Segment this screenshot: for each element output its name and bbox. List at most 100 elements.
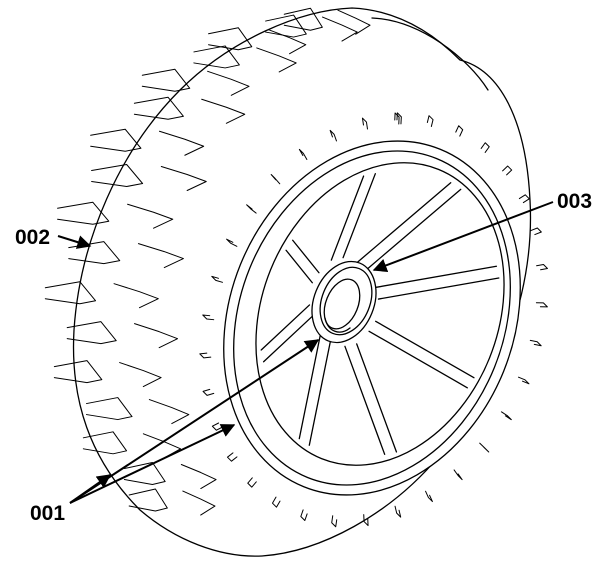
tread-tooth bbox=[500, 411, 512, 421]
tread-tooth bbox=[199, 352, 212, 359]
tread-lug-right bbox=[180, 464, 217, 490]
tread-tooth bbox=[270, 174, 281, 185]
tread-lug-right bbox=[337, 9, 371, 35]
tread-tooth bbox=[517, 376, 530, 385]
tread-tooth bbox=[246, 204, 257, 214]
tread-tooth bbox=[396, 112, 402, 125]
tire-outer-contour bbox=[72, 7, 532, 557]
tread-lug-left bbox=[141, 68, 191, 92]
spoke bbox=[375, 265, 500, 300]
tread-tooth bbox=[226, 238, 238, 247]
tread-lug-right bbox=[158, 130, 205, 156]
tread-lug-left bbox=[86, 397, 133, 421]
hub bbox=[311, 260, 377, 344]
spoke bbox=[285, 239, 320, 284]
tread-tooth bbox=[480, 142, 490, 153]
tread-lug bbox=[141, 68, 250, 96]
tread-lug-left bbox=[208, 27, 253, 51]
tread-tooth bbox=[529, 339, 542, 347]
tread-tooth bbox=[536, 263, 548, 271]
spoke bbox=[344, 343, 398, 455]
tread-lug bbox=[193, 45, 297, 73]
tread-tooth bbox=[394, 505, 402, 518]
spoke bbox=[330, 173, 376, 261]
tread-lug-right bbox=[134, 323, 179, 349]
tread-tooth bbox=[298, 148, 308, 160]
tread-lug bbox=[57, 201, 174, 229]
tread-tooth bbox=[331, 515, 338, 528]
tread-lug-left bbox=[133, 96, 184, 120]
tread-tooth bbox=[425, 490, 433, 503]
tread-lug-left bbox=[193, 45, 240, 69]
leader-lines bbox=[57, 201, 554, 504]
spoke bbox=[260, 304, 313, 363]
tread-lug-left bbox=[90, 128, 142, 152]
tire bbox=[72, 7, 532, 557]
spoke bbox=[368, 320, 475, 389]
tread-lug-left bbox=[128, 488, 168, 512]
tread-lug bbox=[66, 321, 179, 349]
tread-lug-left bbox=[68, 241, 121, 265]
tread-lug-left bbox=[283, 7, 323, 31]
tread-lug-left bbox=[91, 163, 144, 187]
callout-002: 002 bbox=[15, 226, 50, 249]
tread-tooth bbox=[211, 275, 224, 283]
tread-lug bbox=[90, 128, 205, 156]
rim-edge-ring-2 bbox=[233, 150, 511, 486]
tread-pattern bbox=[44, 7, 371, 516]
tread-lug-left bbox=[53, 360, 103, 384]
tread-lug bbox=[91, 163, 207, 191]
tread-inner-boundary bbox=[371, 17, 489, 91]
tread-tooth bbox=[329, 129, 337, 142]
tread-tooth bbox=[247, 477, 257, 488]
tread-tooth bbox=[202, 314, 215, 321]
tread-lug bbox=[265, 14, 358, 42]
tread-tooth bbox=[455, 125, 464, 137]
tread-lug bbox=[128, 488, 216, 516]
spoke bbox=[357, 182, 462, 270]
tread-lug-right bbox=[207, 70, 250, 96]
tread-lug-left bbox=[123, 462, 166, 486]
leader-002 bbox=[57, 235, 92, 249]
tread-lug bbox=[123, 462, 217, 490]
tread-tooth bbox=[535, 302, 548, 308]
tread-lug-right bbox=[142, 433, 182, 459]
callout-001: 001 bbox=[30, 502, 65, 525]
tread-lug-right bbox=[256, 47, 297, 73]
tread-lug bbox=[53, 360, 162, 388]
tread-lug-left bbox=[82, 431, 128, 455]
callout-003: 003 bbox=[557, 190, 592, 213]
tread-lug-left bbox=[44, 281, 97, 305]
rim bbox=[223, 140, 521, 496]
tread-lug bbox=[208, 27, 307, 55]
tread-lug-right bbox=[113, 283, 159, 309]
tread-tooth bbox=[363, 514, 369, 527]
tread-lug-right bbox=[137, 243, 184, 269]
tread-tooth bbox=[211, 422, 224, 431]
tread-lug-right bbox=[160, 165, 207, 191]
tread-tooth bbox=[502, 165, 513, 176]
bore-depth-line bbox=[324, 317, 351, 333]
tread-lug-right bbox=[148, 399, 190, 425]
bearing-bore bbox=[323, 278, 361, 330]
tread-tooth bbox=[479, 442, 490, 453]
tread-lug-left bbox=[57, 201, 110, 225]
tread-tooth bbox=[530, 227, 542, 236]
leader-003 bbox=[372, 201, 554, 273]
tread-lug bbox=[86, 397, 190, 425]
tread-lug bbox=[133, 96, 246, 124]
leader-001-b bbox=[69, 424, 236, 504]
tread-lug bbox=[68, 241, 184, 269]
tread-edge-teeth bbox=[199, 112, 548, 528]
tread-tooth bbox=[202, 388, 215, 396]
tread-lug bbox=[44, 281, 159, 309]
tread-tooth bbox=[361, 117, 368, 130]
tread-lug-right bbox=[127, 203, 174, 229]
tread-lug-right bbox=[182, 490, 216, 516]
tread-lug-right bbox=[201, 98, 246, 124]
rim-inner-ring bbox=[255, 162, 505, 466]
tread-lug-right bbox=[268, 29, 307, 55]
tread-tooth bbox=[300, 509, 308, 522]
tread-lug bbox=[283, 7, 371, 35]
